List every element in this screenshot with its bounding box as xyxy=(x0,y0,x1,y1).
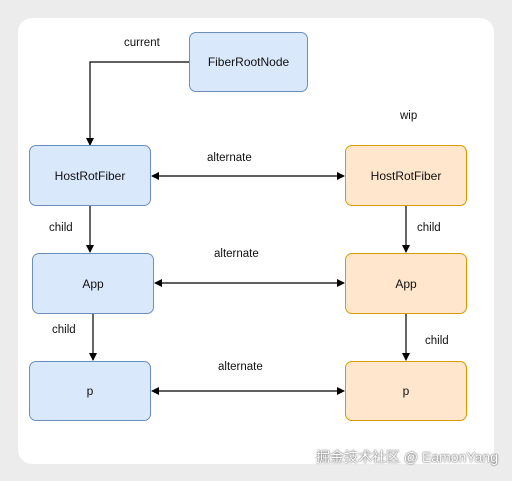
fiber-root-node: FiberRootNode xyxy=(189,32,308,92)
wip-p-node: p xyxy=(345,361,467,421)
alternate-label-1: alternate xyxy=(207,152,252,164)
child-label-left-1: child xyxy=(49,222,73,234)
alternate-label-2: alternate xyxy=(214,248,259,260)
wip-host-root-fiber: HostRotFiber xyxy=(345,145,467,206)
current-p-node: p xyxy=(29,361,151,421)
watermark: 掘金技术社区 @ EamonYang xyxy=(315,449,498,465)
alternate-label-3: alternate xyxy=(218,361,263,373)
child-label-right-2: child xyxy=(425,335,449,347)
current-host-root-fiber: HostRotFiber xyxy=(29,145,151,206)
wip-label: wip xyxy=(400,110,418,122)
wip-app-node: App xyxy=(345,253,467,314)
child-label-right-1: child xyxy=(417,222,441,234)
current-label: current xyxy=(124,37,160,49)
child-label-left-2: child xyxy=(52,324,76,336)
current-edge xyxy=(86,61,189,146)
current-app-node: App xyxy=(32,253,154,314)
